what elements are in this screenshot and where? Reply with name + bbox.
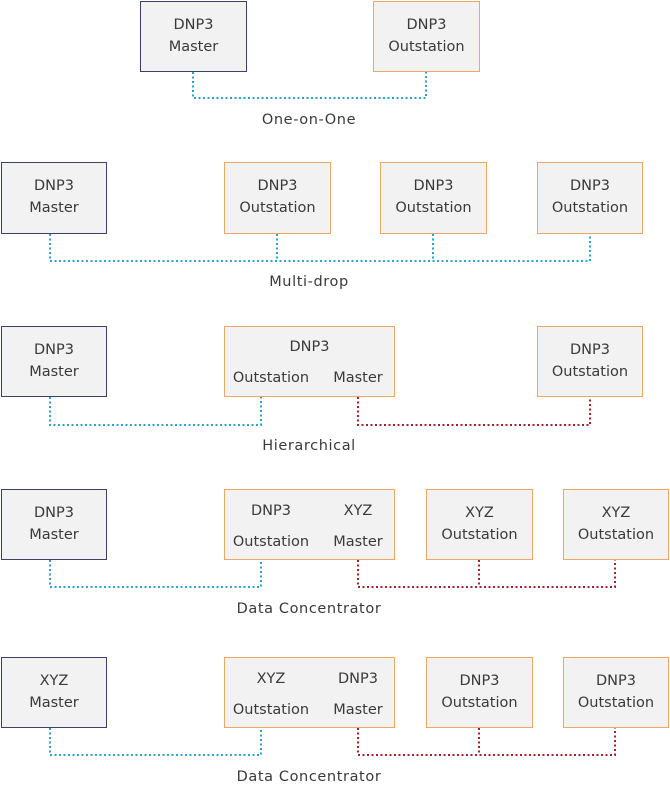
node-line1: DNP3 <box>34 342 74 358</box>
s1-caption: One-on-One <box>261 112 357 128</box>
link-s3-lower <box>357 397 591 426</box>
link-s3-dnp3 <box>49 397 262 426</box>
link-s4-dnp3 <box>49 560 262 588</box>
node-line1: DNP3 <box>406 17 447 33</box>
node-line1: DNP3 <box>570 342 610 358</box>
s4-caption: Data Concentrator <box>236 601 382 617</box>
node-line1: XYZ <box>601 505 631 521</box>
node-line2: Outstation <box>395 200 472 216</box>
node-line2: Outstation <box>577 527 655 543</box>
node-title: DNP3 <box>289 339 330 355</box>
node-line2: Master <box>29 364 79 380</box>
s1-master-node: DNP3 Master <box>140 1 247 72</box>
node-line1: DNP3 <box>173 17 214 33</box>
node-line1: XYZ <box>39 673 69 689</box>
s1-outstation-node: DNP3 Outstation <box>373 1 480 72</box>
s2-caption: Multi-drop <box>269 274 349 290</box>
s3-outstation-node: DNP3 Outstation <box>537 326 643 397</box>
node-line1: DNP3 <box>257 178 298 194</box>
s2-master-node: DNP3 Master <box>1 162 107 234</box>
node-line1: DNP3 <box>413 178 454 194</box>
s2-outstation-node-3: DNP3 Outstation <box>537 162 643 234</box>
node-right-top: DNP3 <box>338 671 378 687</box>
link-s1-master-outstation <box>192 72 427 99</box>
node-line2: Outstation <box>551 200 629 216</box>
node-line1: DNP3 <box>459 673 500 689</box>
node-line1: DNP3 <box>34 178 74 194</box>
node-line2: Master <box>168 39 219 55</box>
s2-outstation-node-1: DNP3 Outstation <box>224 162 331 234</box>
s5-outstation-node-1: DNP3 Outstation <box>426 657 533 728</box>
link-s4-xyz <box>357 560 616 588</box>
node-line2: Outstation <box>441 695 518 711</box>
node-line1: XYZ <box>465 505 494 521</box>
s4-master-node: DNP3 Master <box>1 489 107 560</box>
link-s5-xyz <box>49 728 262 756</box>
node-left-top: DNP3 <box>251 503 291 519</box>
s5-concentrator-node: XYZ Outstation DNP3 Master <box>224 657 395 728</box>
s5-master-node: XYZ Master <box>1 657 107 728</box>
s3-master-node: DNP3 Master <box>1 326 107 397</box>
s3-caption: Hierarchical <box>262 438 356 454</box>
node-line1: DNP3 <box>596 673 636 689</box>
node-line2: Outstation <box>441 527 518 543</box>
s5-outstation-node-2: DNP3 Outstation <box>563 657 669 728</box>
node-left-top: XYZ <box>256 671 286 687</box>
node-line2: Outstation <box>551 364 629 380</box>
s2-outstation-node-2: DNP3 Outstation <box>380 162 487 234</box>
node-line1: DNP3 <box>34 505 74 521</box>
node-line1: DNP3 <box>570 178 610 194</box>
link-s2-bus <box>49 234 591 262</box>
node-left-bottom: Outstation <box>232 534 310 550</box>
s4-outstation-node-2: XYZ Outstation <box>563 489 669 560</box>
node-line2: Outstation <box>388 39 465 55</box>
node-right-top: XYZ <box>343 503 373 519</box>
node-line2: Master <box>29 527 79 543</box>
s4-outstation-node-1: XYZ Outstation <box>426 489 533 560</box>
node-right-bottom: Master <box>333 702 383 718</box>
node-line2: Outstation <box>577 695 655 711</box>
s5-caption: Data Concentrator <box>236 769 382 785</box>
node-left-bottom: Outstation <box>232 702 310 718</box>
node-line2: Master <box>29 200 79 216</box>
node-line2: Outstation <box>239 200 316 216</box>
node-left-role: Outstation <box>232 370 310 386</box>
link-s5-dnp3 <box>357 728 616 756</box>
node-line2: Master <box>29 695 79 711</box>
node-right-role: Master <box>333 370 383 386</box>
node-right-bottom: Master <box>333 534 383 550</box>
s4-concentrator-node: DNP3 Outstation XYZ Master <box>224 489 395 560</box>
s3-intermediate-node: DNP3 Outstation Master <box>224 326 395 397</box>
